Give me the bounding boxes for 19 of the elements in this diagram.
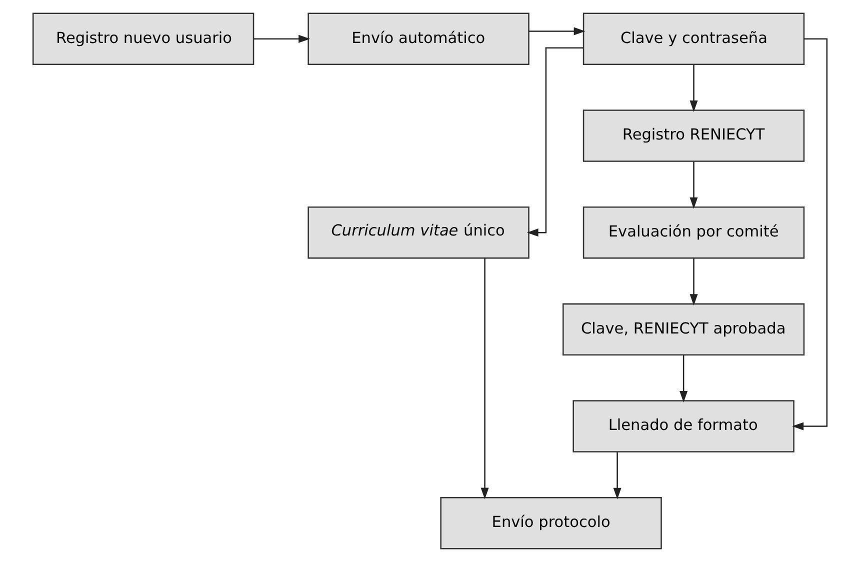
node-box: Registro nuevo usuario <box>32 12 254 66</box>
arrow <box>528 27 585 36</box>
arrow <box>679 355 688 402</box>
node-box: Clave y contraseña <box>582 12 804 66</box>
arrow <box>792 38 828 430</box>
arrow <box>689 162 698 209</box>
arrow <box>689 258 698 306</box>
arrow <box>480 258 488 500</box>
node-box: Llenado de formato <box>572 400 794 452</box>
node-box: Envío protocolo <box>440 496 662 550</box>
node-box: Clave, RENIECYT aprobada <box>562 303 804 356</box>
arrow <box>253 34 310 43</box>
arrow <box>612 452 621 500</box>
node-box: Evaluación por comité <box>582 206 804 259</box>
node-box: Curriculum vitae único <box>307 206 529 259</box>
arrow <box>689 64 698 112</box>
node-box: Registro RENIECYT <box>582 110 804 162</box>
arrow <box>526 47 583 237</box>
node-box: Envío automático <box>307 12 529 66</box>
